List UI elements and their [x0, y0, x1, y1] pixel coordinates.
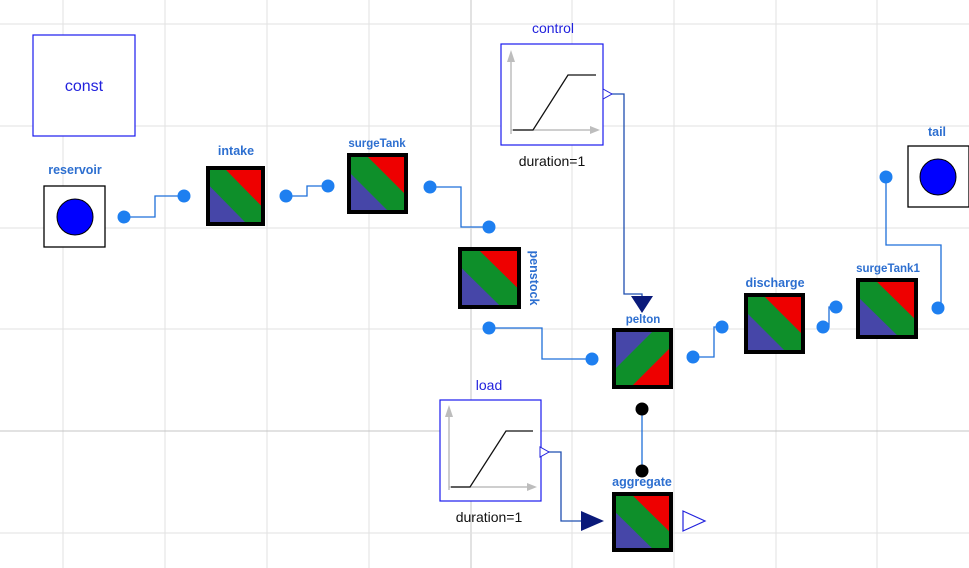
const-box: [32, 34, 136, 137]
surgetank-block[interactable]: surgeTank: [321, 138, 437, 214]
reservoir-label: reservoir: [48, 163, 102, 177]
surgetank1-block[interactable]: surgeTank1: [829, 263, 945, 339]
discharge-block[interactable]: discharge: [715, 276, 830, 354]
aggregate-signal-input[interactable]: [581, 511, 604, 531]
discharge-port-a[interactable]: [715, 320, 729, 334]
load-output-port[interactable]: [539, 446, 551, 458]
surgetank-label: surgeTank: [348, 138, 406, 150]
tail-icon: [919, 158, 957, 196]
penstock-block[interactable]: penstock: [458, 220, 541, 335]
discharge-label: discharge: [745, 276, 804, 290]
tail-block[interactable]: tail: [879, 125, 969, 208]
control-output-port[interactable]: [602, 88, 614, 100]
penstock-pelton-connection: [489, 327, 592, 360]
reservoir-block[interactable]: reservoir: [43, 163, 131, 248]
load-label: load: [476, 377, 502, 393]
penstock-label: penstock: [527, 251, 541, 306]
reservoir-port[interactable]: [117, 210, 131, 224]
load-aggregate-signal: [546, 451, 586, 522]
pelton-flange[interactable]: [635, 402, 649, 416]
load-parameter: duration=1: [456, 509, 523, 525]
control-pelton-signal: [606, 93, 643, 298]
pelton-signal-input[interactable]: [631, 296, 653, 313]
pelton-label: pelton: [626, 314, 661, 326]
pelton-box: [612, 328, 673, 389]
discharge-pipe-icon: [746, 295, 803, 352]
pelton-turbine-icon: [614, 330, 671, 387]
control-block[interactable]: control duration=1: [500, 20, 614, 169]
const-block[interactable]: const: [32, 34, 136, 137]
load-ramp-curve: [451, 430, 533, 488]
intake-block[interactable]: intake: [177, 144, 293, 226]
intake-surgetank-connection: [286, 185, 328, 197]
pelton-port-a[interactable]: [585, 352, 599, 366]
control-x-axis-arrow: [590, 126, 600, 134]
aggregate-machine-icon: [614, 494, 671, 550]
pelton-block[interactable]: pelton: [585, 296, 700, 416]
intake-box: [206, 166, 265, 226]
reservoir-icon: [56, 198, 94, 236]
discharge-port-b[interactable]: [816, 320, 830, 334]
tail-port[interactable]: [879, 170, 893, 184]
control-parameter: duration=1: [519, 153, 586, 169]
penstock-box: [458, 247, 521, 309]
surgetank1-box: [856, 278, 918, 339]
load-y-axis-arrow: [445, 405, 453, 417]
control-y-axis-arrow: [507, 50, 515, 62]
surgetank1-label: surgeTank1: [856, 263, 920, 275]
aggregate-block[interactable]: aggregate: [581, 464, 707, 552]
aggregate-box: [612, 492, 673, 552]
intake-pipe-icon: [208, 168, 263, 224]
penstock-port-a[interactable]: [482, 220, 496, 234]
control-label: control: [532, 20, 574, 36]
surgetank1-pipe-icon: [858, 280, 916, 337]
aggregate-label: aggregate: [612, 475, 672, 489]
pelton-port-b[interactable]: [686, 350, 700, 364]
surgetank1-port-b[interactable]: [931, 301, 945, 315]
penstock-port-b[interactable]: [482, 321, 496, 335]
surgetank-penstock-connection: [430, 186, 489, 228]
surgetank-port-b[interactable]: [423, 180, 437, 194]
tail-label: tail: [928, 125, 946, 139]
intake-port-b[interactable]: [279, 189, 293, 203]
discharge-box: [744, 293, 805, 354]
const-label: const: [65, 78, 104, 95]
load-block[interactable]: load duration=1: [439, 377, 551, 525]
reservoir-intake-connection: [124, 195, 184, 218]
intake-port-a[interactable]: [177, 189, 191, 203]
surgetank-port-a[interactable]: [321, 179, 335, 193]
control-ramp-curve: [513, 74, 596, 131]
intake-label: intake: [218, 144, 254, 158]
surgetank1-port-a[interactable]: [829, 300, 843, 314]
penstock-pipe-icon: [460, 249, 519, 307]
surgetank-box: [347, 153, 408, 214]
surgetank-pipe-icon: [349, 155, 406, 212]
aggregate-signal-output[interactable]: [682, 510, 707, 532]
load-x-axis-arrow: [527, 483, 537, 491]
aggregate-flange[interactable]: [635, 464, 649, 478]
load-box: [439, 399, 542, 502]
